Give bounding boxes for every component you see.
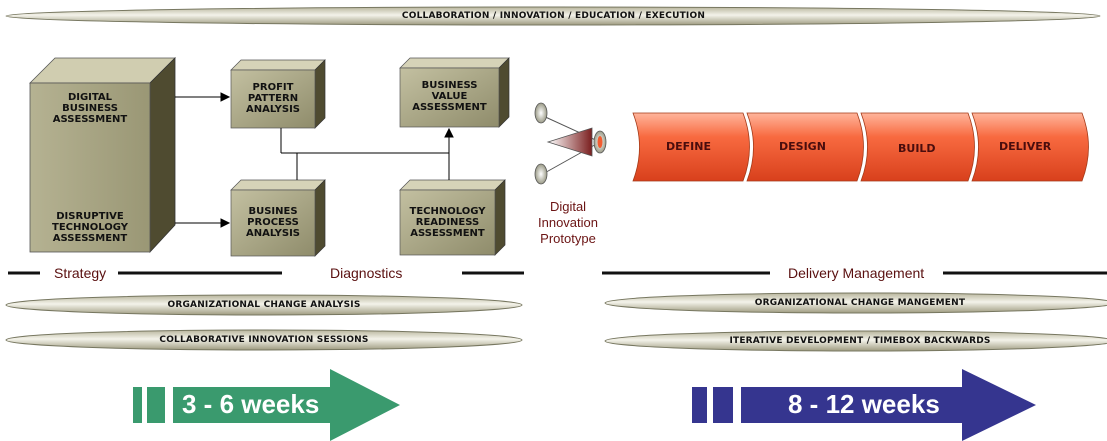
- business-process-analysis-label: BUSINES PROCESS ANALYSIS: [245, 206, 301, 239]
- phase-strategy-label: Strategy: [54, 265, 107, 281]
- blue-duration-arrow: [692, 369, 1036, 441]
- stage-define: DEFINE: [666, 140, 711, 153]
- stage-build: BUILD: [898, 142, 936, 155]
- business-value-assessment-label: BUSINESS VALUE ASSESSMENT: [412, 80, 487, 113]
- collaborative-innovation-sessions-text: COLLABORATIVE INNOVATION SESSIONS: [159, 335, 369, 345]
- profit-pattern-block: [230, 59, 326, 129]
- top-banner-pill: [5, 6, 1101, 26]
- stage-design: DESIGN: [779, 140, 826, 153]
- left-band-2-pill: [5, 329, 523, 351]
- organizational-change-management-text: ORGANIZATIONAL CHANGE MANGEMENT: [754, 298, 966, 308]
- disruptive-technology-assessment-label: DISRUPTIVE TECHNOLOGY ASSESSMENT: [52, 211, 128, 244]
- profit-pattern-analysis-label: PROFIT PATTERN ANALYSIS: [245, 82, 301, 115]
- connector-lines: [175, 92, 454, 228]
- digital-business-assessment-label: DIGITAL BUSINESS ASSESSMENT: [52, 92, 128, 125]
- left-band-1-pill: [5, 294, 523, 316]
- digital-innovation-prototype-label: Digital Innovation Prototype: [538, 199, 598, 246]
- business-value-block: [399, 57, 510, 128]
- right-band-1-pill: [604, 292, 1107, 314]
- strategy-block: [29, 57, 176, 254]
- technology-readiness-block: [399, 179, 506, 256]
- technology-readiness-assessment-label: TECHNOLOGY READINESS ASSESSMENT: [409, 206, 486, 239]
- left-duration-label: 3 - 6 weeks: [182, 389, 320, 419]
- prototype-cone-icon: [534, 102, 607, 185]
- stage-cylinders: [632, 112, 1089, 182]
- organizational-change-analysis-text: ORGANIZATIONAL CHANGE ANALYSIS: [167, 300, 361, 310]
- business-process-block: [230, 179, 326, 257]
- right-duration-label: 8 - 12 weeks: [788, 389, 940, 419]
- phase-diagnostics-label: Diagnostics: [330, 265, 403, 281]
- iterative-development-text: ITERATIVE DEVELOPMENT / TIMEBOX BACKWARD…: [729, 336, 991, 346]
- right-band-2-pill: [604, 330, 1107, 352]
- stage-deliver: DELIVER: [999, 140, 1052, 153]
- phase-delivery-management-label: Delivery Management: [788, 265, 925, 281]
- top-banner-text: COLLABORATION / INNOVATION / EDUCATION /…: [401, 11, 706, 21]
- green-duration-arrow: [133, 369, 400, 441]
